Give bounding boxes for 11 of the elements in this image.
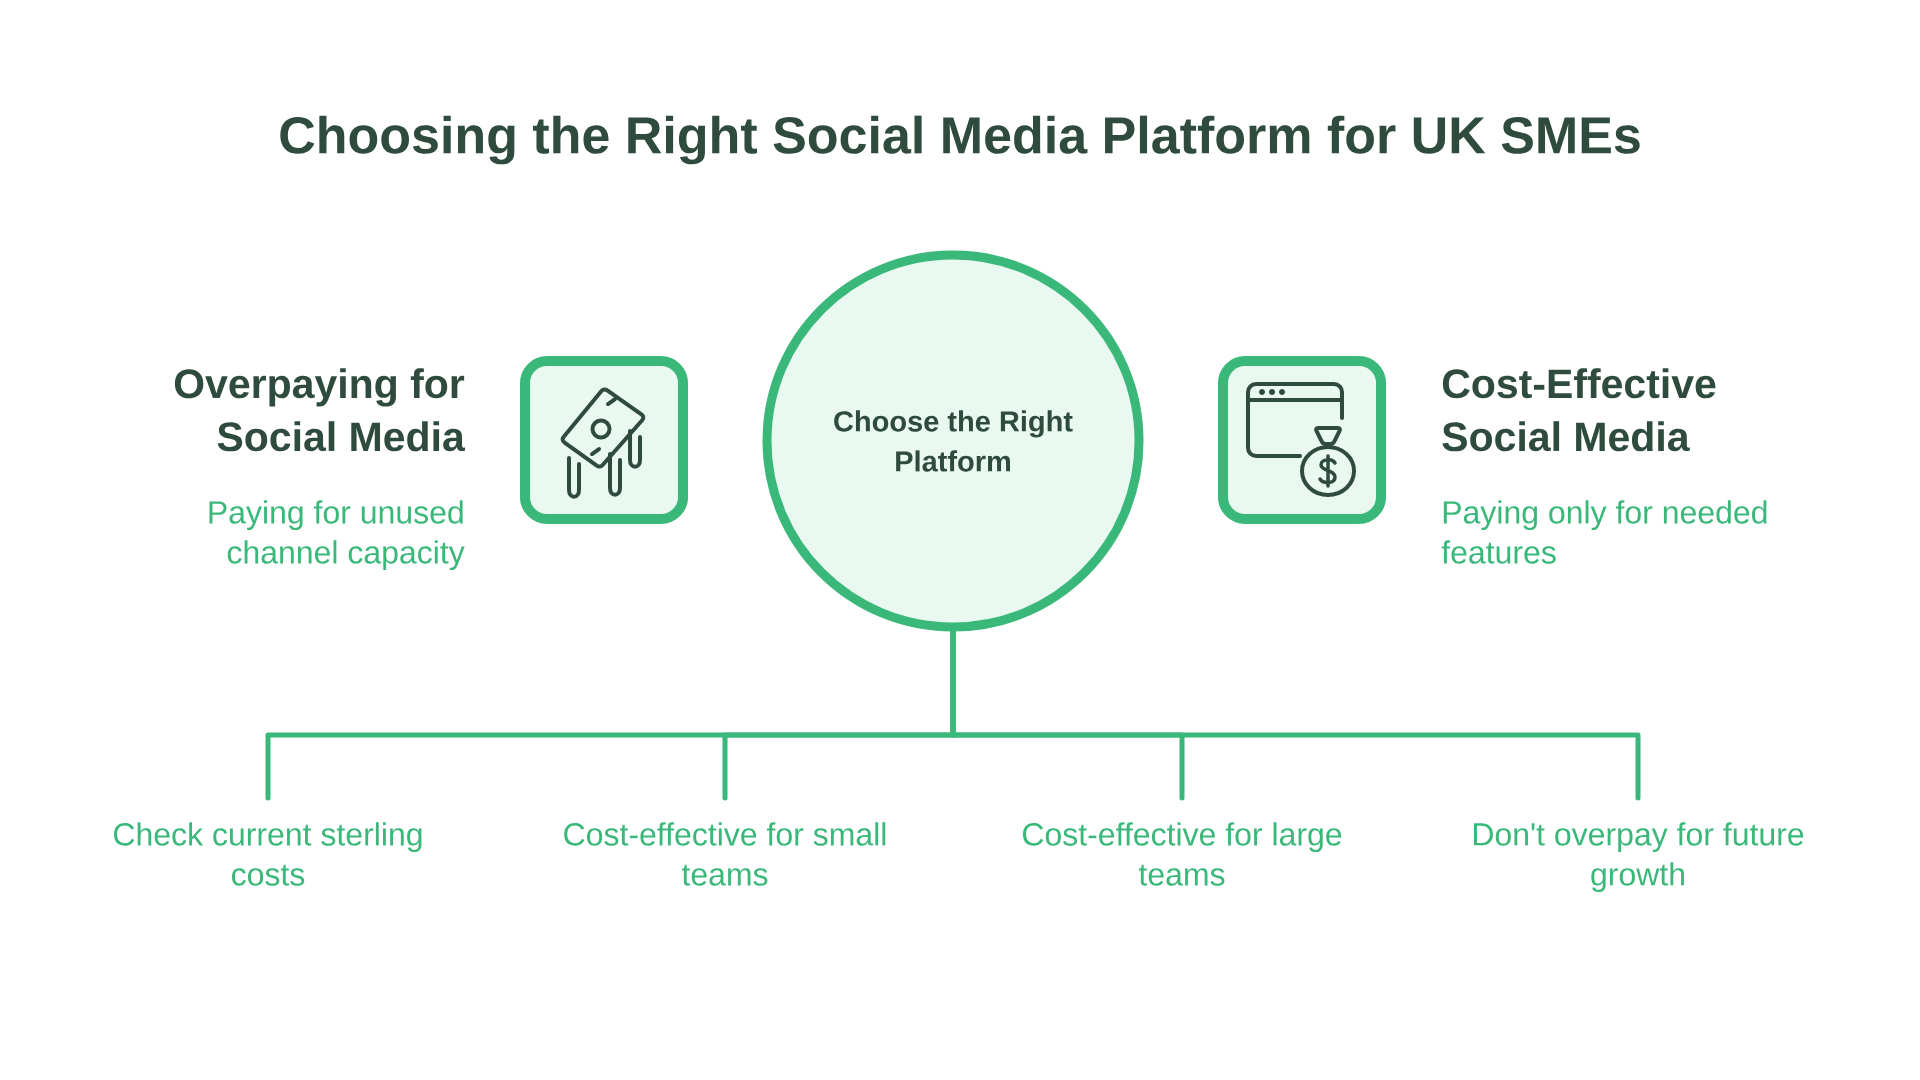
description: Paying for unused channel capacity	[209, 500, 465, 571]
circle-node: Choose the Right Platform	[762, 250, 1144, 632]
connector-line	[950, 629, 1641, 801]
heading: Cost-Effective Social Media	[1442, 368, 1716, 452]
branch-label: Don't overpay for future growth	[1473, 822, 1804, 892]
branch-label: Cost-effective for small teams	[564, 822, 886, 886]
description: Paying only for needed features	[1441, 500, 1767, 564]
title: Choosing the Right Social Media Platform for UK SMEs	[280, 115, 1640, 165]
branch-label: Check current sterling costs	[114, 822, 422, 886]
heading: Overpaying for Social Media	[174, 368, 466, 452]
branch-label: Cost-effective for large teams	[1023, 822, 1342, 886]
